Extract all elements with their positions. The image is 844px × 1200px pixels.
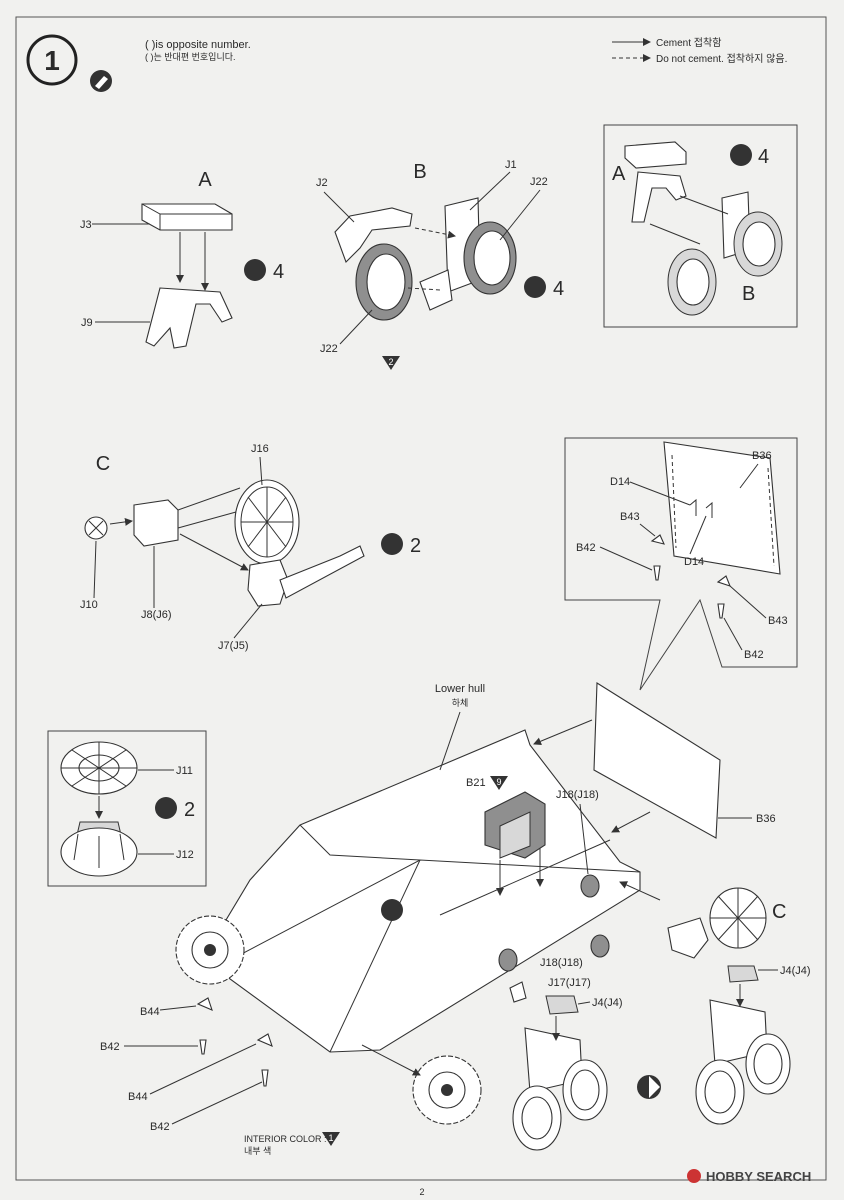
sub-a-qty: 4: [273, 261, 284, 283]
label-b42-b: B42: [150, 1121, 170, 1133]
legend: Cement 접착함 Do not cement. 접착하지 않음.: [612, 37, 787, 65]
interior-label: INTERIOR COLOR :: [244, 1134, 327, 1144]
rear-sprocket: [412, 1055, 482, 1125]
detail-b43-right: B43: [768, 615, 788, 627]
part-j11: J11: [176, 765, 193, 777]
label-b44-a: B44: [140, 1006, 160, 1018]
sub-c-qty: 2: [410, 535, 421, 557]
sub-ab-qty: 4: [758, 146, 769, 168]
sub-assembly-ab-box: A B 4: [603, 124, 798, 328]
label-b21: B21: [466, 777, 486, 789]
paint-icon: [244, 259, 266, 281]
color-ref-triangle: [382, 356, 400, 370]
note-opposite-en: ( )is opposite number.: [145, 39, 251, 51]
legend-no-cement: Do not cement. 접착하지 않음.: [656, 52, 787, 65]
paint-icon: [155, 797, 177, 819]
sub-ab-label-a: A: [612, 163, 626, 185]
front-sprocket: [175, 915, 245, 985]
label-b44-b: B44: [128, 1091, 148, 1103]
part-j22-right: J22: [530, 176, 548, 188]
step-number-badge: 1: [26, 34, 78, 86]
sub-assembly-a: A J3 J9 4: [80, 169, 284, 349]
sub-b-qty: 4: [553, 278, 564, 300]
part-j1: J1: [505, 159, 517, 171]
label-j4-left: J4(J4): [592, 997, 623, 1009]
main-assembly: 9 Lower hull 하체 B21 J18(J18) B36 C J4(J4…: [100, 682, 811, 1151]
label-lower-hull: Lower hull: [435, 683, 485, 695]
part-j9: J9: [81, 317, 93, 329]
sub-assembly-b: B J2 J1 J22 J22 4 2: [316, 159, 564, 370]
part-j7-j5: J7(J5): [218, 640, 249, 652]
watermark-text: HOBBY SEARCH: [706, 1169, 811, 1184]
cement-icon: [90, 70, 112, 92]
b36-detail-callout: B36 D14 B43 B42 D14 B43 B42: [564, 437, 798, 691]
label-b42-a: B42: [100, 1041, 120, 1053]
part-j12: J12: [176, 849, 194, 861]
sub-b-title: B: [413, 161, 426, 183]
cement-icon: [381, 899, 403, 921]
part-j10: J10: [80, 599, 98, 611]
step-number: 1: [44, 45, 60, 76]
detail-d14-top: D14: [610, 476, 630, 488]
label-j18-top: J18(J18): [556, 789, 599, 801]
label-lower-hull-ko: 하체: [452, 698, 469, 708]
interior-label-ko: 내부 색: [244, 1146, 271, 1156]
sub-assembly-c: C J16 J10 J8(J6) J7(J5) 2: [80, 443, 421, 652]
label-c: C: [772, 901, 786, 923]
sprocket-box: J11 J12 2: [47, 730, 207, 887]
page-number: 2: [419, 1187, 424, 1197]
label-j18-mid: J18(J18): [540, 957, 583, 969]
bogie-right: [695, 999, 791, 1125]
c-assembly-in-main: [667, 887, 767, 959]
label-j4-right: J4(J4): [780, 965, 811, 977]
interior-color-ref: 1: [328, 1133, 333, 1143]
sprocket-qty: 2: [184, 799, 195, 821]
color-ref-triangle: [490, 776, 508, 790]
label-b36: B36: [756, 813, 776, 825]
detail-d14-bottom: D14: [684, 556, 704, 568]
paint-icon: [524, 276, 546, 298]
part-j3: J3: [80, 219, 92, 231]
page-border: [15, 16, 827, 1181]
sub-b-color-ref: 2: [388, 357, 393, 367]
direction-indicator: [637, 1075, 661, 1099]
detail-b42-left: B42: [576, 542, 596, 554]
sub-c-title: C: [96, 453, 110, 475]
part-j8-j6: J8(J6): [141, 609, 172, 621]
part-j22-left: J22: [320, 343, 338, 355]
label-j17: J17(J17): [548, 977, 591, 989]
detail-b43-left: B43: [620, 511, 640, 523]
watermark: HOBBY SEARCH: [687, 1169, 811, 1184]
legend-cement: Cement 접착함: [656, 37, 721, 49]
paint-icon: [730, 144, 752, 166]
paint-icon: [381, 533, 403, 555]
part-j10-shape: [84, 516, 108, 540]
sub-ab-label-b: B: [742, 283, 755, 305]
note-opposite-ko: ( )는 반대편 번호입니다.: [145, 51, 236, 62]
sub-a-title: A: [198, 169, 212, 191]
part-j2: J2: [316, 177, 328, 189]
b21-color-ref: 9: [496, 777, 501, 787]
interior-color: INTERIOR COLOR : 내부 색 1: [244, 1132, 340, 1156]
part-j16: J16: [251, 443, 269, 455]
detail-b42-right: B42: [744, 649, 764, 661]
detail-b36-label: B36: [752, 450, 772, 462]
bogie-left: [512, 1027, 608, 1151]
